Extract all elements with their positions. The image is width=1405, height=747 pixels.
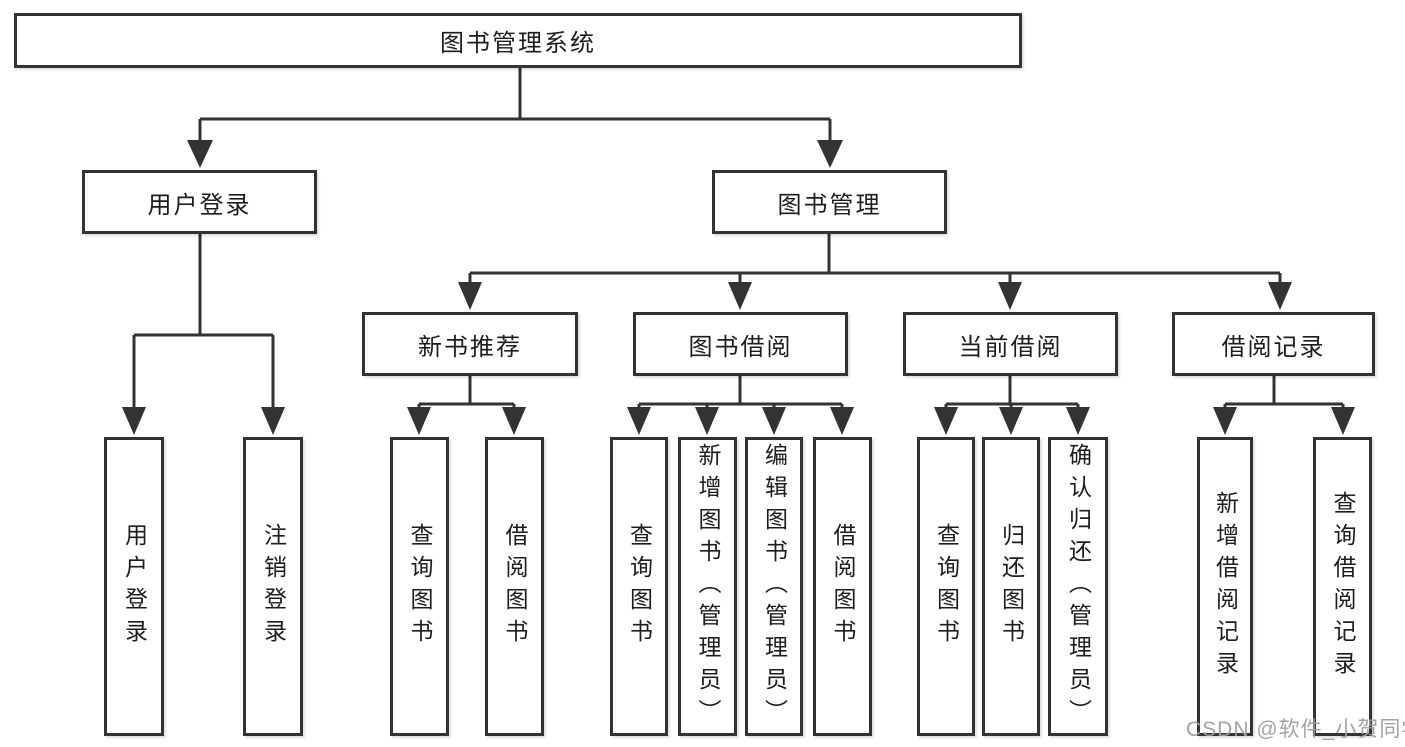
leaf-borrow-borrow: 借阅图书 — [813, 437, 872, 736]
arrowhead-icons — [122, 140, 1355, 435]
leaf-label: 查询图书 — [407, 522, 433, 651]
node-borrow-record: 借阅记录 — [1172, 312, 1375, 376]
leaf-current-query: 查询图书 — [917, 437, 975, 736]
leaf-newbook-query: 查询图书 — [390, 437, 449, 736]
leaf-current-return: 归还图书 — [982, 437, 1040, 736]
leaf-label: 归还图书 — [998, 522, 1025, 651]
node-book-management: 图书管理 — [712, 170, 947, 234]
node-label: 当前借阅 — [958, 333, 1063, 361]
leaf-label: 查询图书 — [626, 522, 653, 651]
leaf-label: 新增借阅记录 — [1212, 490, 1239, 683]
node-root: 图书管理系统 — [14, 13, 1022, 68]
leaf-label: 新增图书（管理员） — [695, 442, 721, 731]
leaf-label: 借阅图书 — [830, 522, 856, 651]
leaf-record-add: 新增借阅记录 — [1197, 437, 1253, 736]
leaf-newbook-borrow: 借阅图书 — [485, 437, 544, 736]
leaf-borrow-edit-admin: 编辑图书（管理员） — [745, 437, 803, 736]
node-label: 图书借阅 — [688, 333, 793, 361]
leaf-record-query: 查询借阅记录 — [1313, 437, 1372, 736]
node-label: 用户登录 — [147, 191, 252, 219]
node-user-login: 用户登录 — [82, 170, 317, 234]
leaf-label: 借阅图书 — [502, 522, 528, 651]
leaf-user-login: 用户登录 — [104, 437, 164, 736]
leaf-current-confirm-admin: 确认归还（管理员） — [1048, 437, 1108, 736]
node-book-borrow: 图书借阅 — [633, 312, 848, 376]
node-label: 图书管理 — [777, 191, 882, 219]
leaf-label: 用户登录 — [121, 522, 148, 651]
leaf-label: 查询借阅记录 — [1330, 490, 1356, 683]
leaf-borrow-query: 查询图书 — [610, 437, 668, 736]
leaf-logout: 注销登录 — [243, 437, 303, 736]
leaf-label: 注销登录 — [260, 522, 287, 651]
leaf-label: 编辑图书（管理员） — [761, 442, 788, 731]
leaf-label: 查询图书 — [933, 522, 960, 651]
node-new-book-recommend: 新书推荐 — [362, 312, 578, 376]
node-label: 新书推荐 — [418, 333, 522, 361]
node-label: 借阅记录 — [1221, 333, 1326, 361]
csdn-watermark: CSDN @软件_小贺同学 — [1186, 718, 1405, 741]
node-label: 图书管理系统 — [440, 30, 596, 57]
leaf-label: 确认归还（管理员） — [1065, 442, 1092, 731]
node-current-borrow: 当前借阅 — [903, 312, 1118, 376]
leaf-borrow-add-admin: 新增图书（管理员） — [678, 437, 737, 736]
